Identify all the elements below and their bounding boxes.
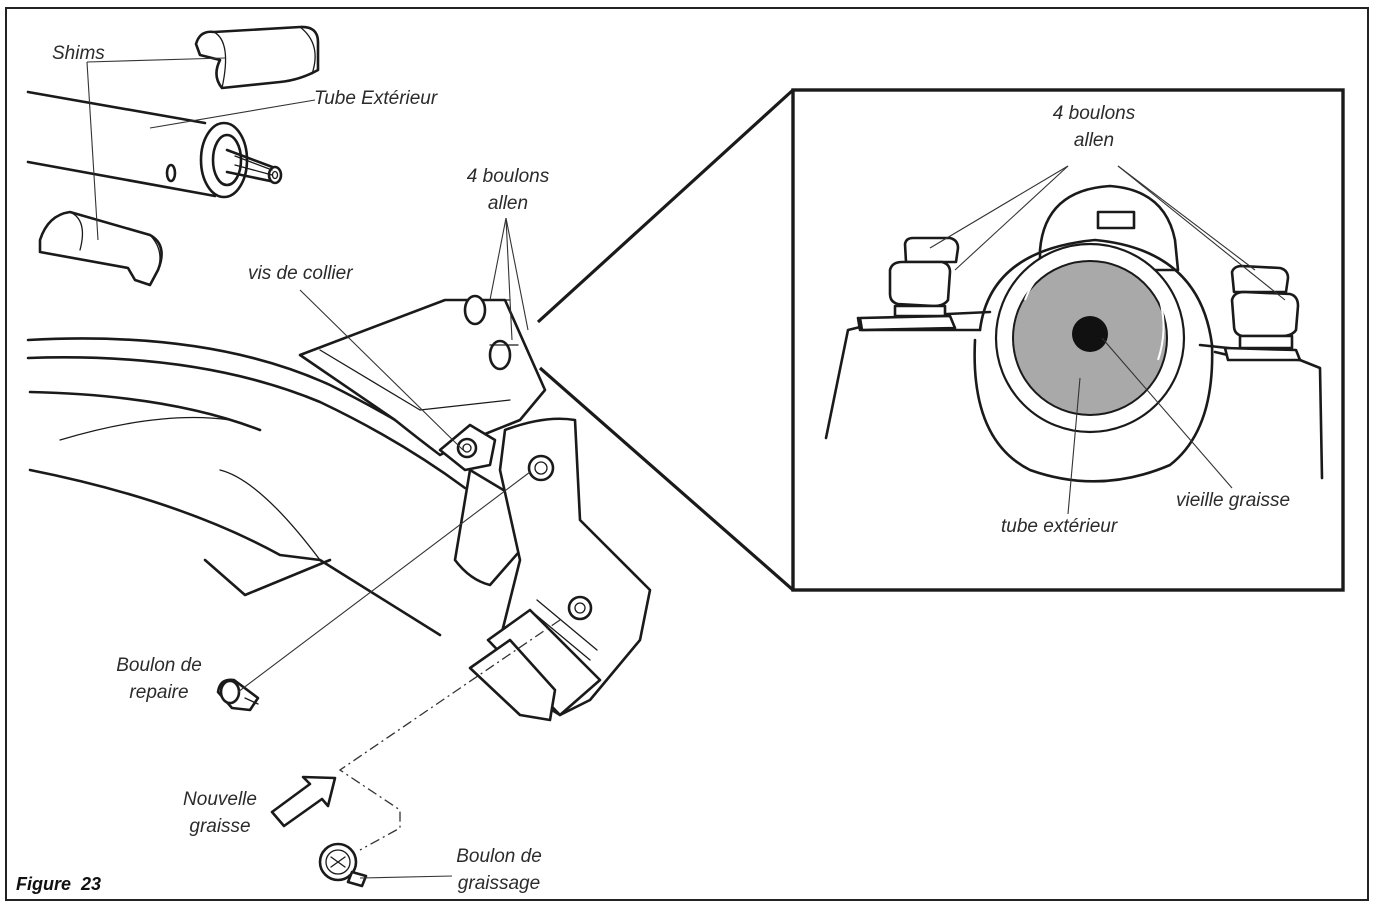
leader-lines xyxy=(86,57,531,879)
label-nouvelle-graisse-line2: graisse xyxy=(189,816,251,837)
label-boulon-de-graissage: Boulon de graissage xyxy=(444,843,554,897)
label-boulon-de-graissage-line1: Boulon de xyxy=(456,846,542,867)
label-vieille-graisse: vieille graisse xyxy=(1176,490,1291,511)
label-tube-exterieur: Tube Extérieur xyxy=(314,88,438,109)
label-boulon-de-repaire: Boulon de repaire xyxy=(100,652,218,706)
detail-inset xyxy=(791,88,1345,592)
label-tube-exterieur-detail: tube extérieur xyxy=(1001,516,1118,537)
callout-connector-bottom xyxy=(538,366,795,592)
label-boulon-de-repaire-line1: Boulon de xyxy=(116,655,202,676)
label-shims: Shims xyxy=(52,43,105,64)
grease-port xyxy=(1072,316,1108,352)
fork-crown-assembly xyxy=(26,294,652,722)
upper-shim xyxy=(194,25,320,90)
label-boulons-allen-main-line1: 4 boulons xyxy=(466,166,550,187)
label-boulons-allen-detail: 4 boulons allen xyxy=(1034,100,1154,154)
label-boulons-allen-main: 4 boulons allen xyxy=(448,163,568,217)
label-boulons-allen-detail-line2: allen xyxy=(1073,130,1115,151)
figure-frame xyxy=(5,7,1369,901)
label-nouvelle-graisse: Nouvelle graisse xyxy=(168,786,272,840)
repair-bolt xyxy=(216,678,260,712)
label-nouvelle-graisse-line1: Nouvelle xyxy=(183,789,257,810)
label-vis-de-collier: vis de collier xyxy=(248,263,353,284)
label-boulon-de-repaire-line2: repaire xyxy=(129,682,189,703)
grease-bolt xyxy=(318,842,368,888)
callout-connector-top xyxy=(536,88,795,324)
new-grease-arrow xyxy=(270,775,337,828)
outer-tube xyxy=(26,90,283,199)
label-boulons-allen-main-line2: allen xyxy=(487,193,529,214)
lower-shim xyxy=(38,210,163,287)
label-boulons-allen-detail-line1: 4 boulons xyxy=(1052,103,1136,124)
figure-caption: Figure 23 xyxy=(16,874,102,894)
label-boulon-de-graissage-line2: graissage xyxy=(457,873,541,894)
